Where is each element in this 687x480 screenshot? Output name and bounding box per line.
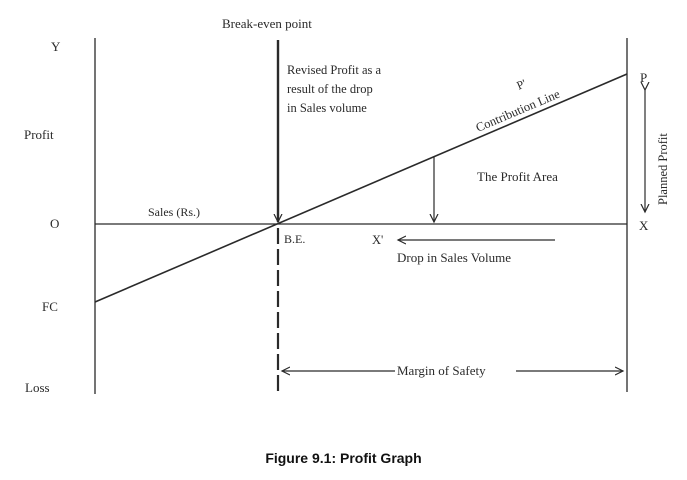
x-prime-label: X'	[372, 233, 383, 247]
profit-area-label: The Profit Area	[477, 169, 558, 184]
drop-in-sales-label: Drop in Sales Volume	[397, 250, 511, 265]
p-label: P	[640, 70, 647, 85]
revised-profit-text-2: result of the drop	[287, 82, 373, 96]
planned-profit-label: Planned Profit	[656, 133, 670, 205]
x-label: X	[639, 218, 649, 233]
revised-profit-text-1: Revised Profit as a	[287, 63, 382, 77]
loss-label: Loss	[25, 380, 50, 395]
break-even-point-title: Break-even point	[222, 16, 312, 31]
profit-label: Profit	[24, 127, 54, 142]
contribution-line	[94, 73, 628, 303]
fc-label: FC	[42, 299, 58, 314]
y-label: Y	[51, 39, 61, 54]
contribution-line-label: Contribution Line	[474, 87, 563, 135]
origin-label: O	[50, 216, 59, 231]
sales-label: Sales (Rs.)	[148, 205, 200, 219]
revised-profit-text-3: in Sales volume	[287, 101, 367, 115]
margin-of-safety-label: Margin of Safety	[397, 363, 486, 378]
p-prime-label: P'	[515, 76, 529, 92]
figure-caption: Figure 9.1: Profit Graph	[265, 450, 422, 466]
be-label: B.E.	[284, 232, 305, 246]
